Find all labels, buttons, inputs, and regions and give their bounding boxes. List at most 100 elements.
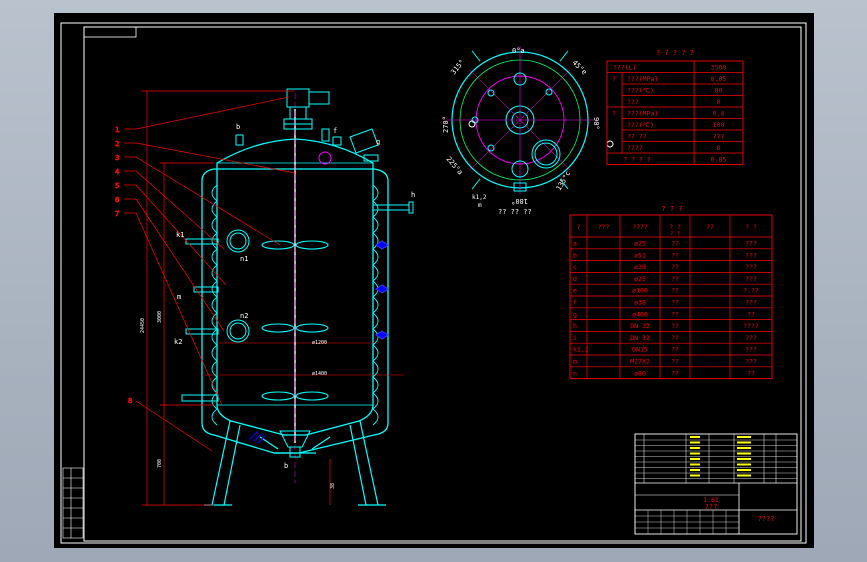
nozzle-c5-0: ???: [745, 240, 757, 248]
title-block: 1:61???????: [634, 433, 798, 535]
title-drawing-number: ????: [758, 515, 775, 523]
spec-key-5: ???(℃): [627, 121, 654, 129]
nozzle-c3-4: ??: [671, 287, 679, 295]
title-name: ???: [705, 503, 718, 511]
label-h: h: [411, 191, 415, 199]
nozzle-header-0: ?: [577, 223, 581, 231]
dim-leg: 700: [157, 459, 163, 468]
bottom-outlet: [279, 430, 311, 458]
nozzle-c5-3: ???: [745, 275, 757, 283]
corner-stamp: [83, 26, 137, 38]
nozzle-c5-9: ???: [745, 346, 757, 354]
dim-total: 24450: [140, 318, 146, 333]
spec-key-6: ?? ??: [627, 133, 647, 141]
annotation-layer: n1 n2 k1 m k2 h b f g b ø1200 ø1400 2445…: [140, 47, 600, 489]
plan-label-tl: 315°: [449, 58, 466, 76]
nozzle-c3-6: ??: [671, 310, 679, 318]
nozzle-c5-7: ????: [743, 322, 759, 330]
plan-label-tr: 45°e: [571, 59, 589, 77]
left-ruler: [62, 467, 84, 539]
plan-label-k12: k1,2: [472, 194, 487, 201]
nozzle-size-9: DN15: [632, 346, 648, 354]
label-f: f: [333, 127, 337, 135]
plan-label-bot: 180°: [511, 197, 528, 205]
leader-label-2: 2: [115, 140, 119, 148]
nozzle-size-7: DN 32: [630, 322, 650, 330]
nozzle-header-3: ? ?: [669, 223, 681, 231]
nozzle-c3-3: ??: [671, 275, 679, 283]
jacket-markers: [375, 240, 389, 340]
impellers: [261, 240, 329, 401]
spec-key-7: ????: [627, 144, 643, 152]
label-k2: k2: [174, 338, 182, 346]
spec-footer: ? ? ? ?: [623, 156, 650, 164]
plan-label-m: m: [478, 202, 482, 209]
side-nozzles: [181, 201, 414, 402]
nozzle-header-4: ??: [706, 223, 714, 231]
nozzle-c5-1: ???: [745, 251, 757, 259]
leader-label-1: 1: [115, 126, 119, 134]
nozzle-c3-0: ??: [671, 240, 679, 248]
spec-value-5: 100: [713, 121, 725, 129]
nozzle-c3-7: ??: [671, 322, 679, 330]
leader-label-7: 7: [115, 210, 119, 218]
nozzle-size-3: ø25: [634, 275, 646, 283]
label-b-top: b: [236, 123, 240, 131]
nozzle-title: ? ? ?: [661, 205, 682, 213]
design-spec-table: ? ? ? ? ????(L)3500???(MPa)0.05????(℃)80…: [606, 49, 744, 165]
leader-label-6: 6: [115, 196, 119, 204]
label-k1: k1: [176, 231, 184, 239]
nozzle-size-10: M27X2: [630, 358, 650, 366]
inner-frame: [83, 26, 802, 542]
jacket-outline: [201, 168, 389, 454]
nozzle-header-1: ???: [598, 223, 610, 231]
nozzle-c3-5: ??: [671, 299, 679, 307]
inner-shell: [216, 138, 374, 436]
nozzle-c3-9: ??: [671, 346, 679, 354]
nozzle-header-2: ????: [632, 223, 648, 231]
nozzle-c5-11: ??: [747, 369, 755, 377]
label-m: m: [177, 293, 181, 301]
vessel-elevation: [181, 88, 414, 506]
nozzle-id-5: f: [573, 299, 577, 307]
nozzle-c5-8: ???: [745, 334, 757, 342]
nozzle-c5-2: ???: [745, 263, 757, 271]
spec-value-2: 80: [715, 87, 723, 95]
nozzle-c3-1: ??: [671, 251, 679, 259]
nozzle-id-3: d: [573, 275, 577, 283]
nozzle-c5-4: ?.??: [743, 287, 759, 295]
nozzle-size-5: ø38: [634, 299, 646, 307]
nozzle-header-sub: ? ?: [670, 231, 680, 237]
nozzle-id-6: g: [573, 310, 577, 318]
jacket-coils-left: [211, 184, 218, 426]
nozzle-id-10: m: [573, 358, 577, 366]
nozzle-header-5: ? ?: [745, 223, 757, 231]
drive-unit: [283, 88, 330, 130]
label-dia-inner: ø1200: [312, 340, 327, 346]
outer-frame: [60, 22, 807, 544]
nozzle-id-2: c: [573, 263, 577, 271]
leader-label-5: 5: [115, 182, 119, 190]
leader-label-8: 8: [128, 397, 132, 405]
label-n2: n2: [240, 312, 248, 320]
jacket-coils-right: [372, 184, 379, 426]
spec-key-0: ???(L): [613, 64, 636, 72]
spec-value-6: ???: [713, 133, 725, 141]
leader-label-3: 3: [115, 154, 119, 162]
nozzle-id-1: b: [573, 251, 577, 259]
nozzle-size-4: ø100: [632, 287, 648, 295]
top-plan-view: [446, 46, 614, 194]
spec-value-3: 0: [717, 98, 721, 106]
nozzle-id-9: k1,2: [573, 346, 589, 354]
nozzle-id-11: n: [573, 369, 577, 377]
nozzle-size-0: ø25: [634, 240, 646, 248]
spec-key-1: ???(MPa): [627, 75, 658, 83]
nozzle-size-11: ø80: [634, 369, 646, 377]
label-n1: n1: [240, 255, 248, 263]
bottom-hatch: [249, 430, 267, 444]
